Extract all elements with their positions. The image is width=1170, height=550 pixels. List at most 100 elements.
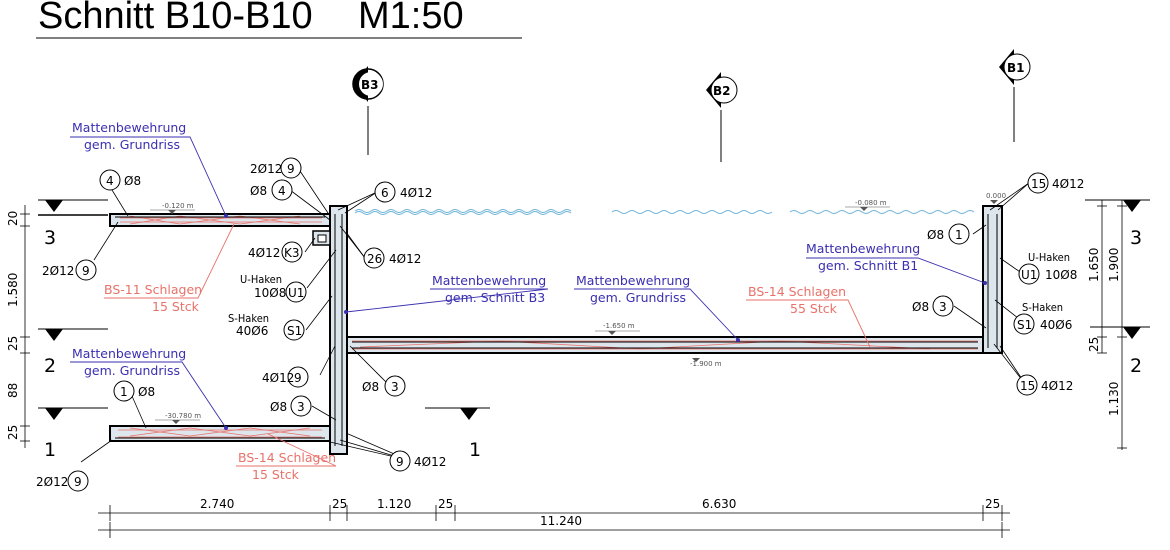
note-blue-2-line1: Mattenbewehrung xyxy=(72,346,186,361)
dim-bottom-5: 6.630 xyxy=(702,497,736,511)
bar-3b-num: 3 xyxy=(297,400,305,414)
level-slab-bottom: -1.900 m xyxy=(690,360,722,368)
note-blue-3-line2: gem. Schnitt B3 xyxy=(445,290,545,305)
bar-s1r-num: S1 xyxy=(1017,318,1032,332)
dims-right xyxy=(1097,200,1127,450)
level-marks: -0.120 m -0.080 m 0.000 -1.650 m -1.900 … xyxy=(150,192,1006,424)
axis-right-2: 2 xyxy=(1130,355,1142,377)
note-blue-2-line2: gem. Grundriss xyxy=(84,363,180,378)
level-bottom-left: -30.780 m xyxy=(165,412,201,420)
bar-u1r-num: U1 xyxy=(1021,268,1037,282)
note-red-2-line2: 15 Stck xyxy=(252,467,300,482)
dim-left-5: 25 xyxy=(6,425,20,440)
section-marker-b3: B3 xyxy=(352,66,384,155)
section-label-b1: B1 xyxy=(1007,61,1025,75)
reinforcement-red xyxy=(118,215,978,438)
dim-right-3: 25 xyxy=(1087,337,1101,352)
section-label-b3: B3 xyxy=(361,78,379,92)
dims-bottom xyxy=(98,505,1010,538)
note-red-2-line1: BS-14 Schlagen xyxy=(238,450,336,465)
water-surface xyxy=(354,209,975,215)
dim-right-1: 1.650 xyxy=(1087,248,1101,282)
axis-left-1: 1 xyxy=(44,439,56,461)
bar-15b-text: 4Ø12 xyxy=(1041,379,1073,393)
bar-4b-num: 4 xyxy=(278,184,286,198)
dim-bottom-1: 2.740 xyxy=(200,497,234,511)
dim-left-4: 88 xyxy=(6,383,20,398)
bar-marks xyxy=(67,157,1049,492)
axis-left-3: 3 xyxy=(44,227,56,249)
bar-9c-num: 9 xyxy=(294,371,302,385)
bar-u1-num: U1 xyxy=(288,286,304,300)
axis-left-2: 2 xyxy=(44,355,56,377)
bar-s1r-text: 40Ø6 xyxy=(1040,318,1072,332)
bar-15a-text: 4Ø12 xyxy=(1052,177,1084,191)
level-top-left: -0.120 m xyxy=(162,202,194,210)
note-blue-1-line1: Mattenbewehrung xyxy=(72,120,186,135)
bar-u1r-label: U-Haken xyxy=(1028,251,1070,264)
axis-mid-1: 1 xyxy=(469,439,481,461)
level-top-right-water: -0.080 m xyxy=(855,199,887,207)
dim-bottom-2: 25 xyxy=(332,497,347,511)
bar-9e-num: 9 xyxy=(74,475,82,489)
bar-3b-pre: Ø8 xyxy=(270,400,287,414)
bar-1b-pre: Ø8 xyxy=(927,228,944,242)
bar-1a-text: Ø8 xyxy=(138,385,155,399)
dim-bottom-total: 11.240 xyxy=(540,514,582,528)
bar-9a-pre: 2Ø12 xyxy=(42,264,74,278)
note-blue-5-line2: gem. Schnitt B1 xyxy=(818,258,918,273)
note-blue-5-line1: Mattenbewehrung xyxy=(806,241,920,256)
section-marker-b2: B2 xyxy=(706,72,738,162)
note-blue-4-line1: Mattenbewehrung xyxy=(576,273,690,288)
bar-4-text: Ø8 xyxy=(124,174,141,188)
bar-4-num: 4 xyxy=(106,174,114,188)
bar-1b-num: 1 xyxy=(955,228,963,242)
axis-right-3: 3 xyxy=(1130,227,1142,249)
dim-bottom-3: 1.120 xyxy=(377,497,411,511)
dim-bottom-4: 25 xyxy=(438,497,453,511)
note-blue-4-line2: gem. Grundriss xyxy=(590,290,686,305)
section-label-b2: B2 xyxy=(713,84,731,98)
level-slab-top: -1.650 m xyxy=(603,322,635,330)
bar-u1-pre: 10Ø8 xyxy=(254,286,286,300)
bar-9c-pre: 4Ø12 xyxy=(262,371,294,385)
blue-dots xyxy=(224,214,987,430)
bar-leaders xyxy=(80,167,1030,463)
bar-15a-num: 15 xyxy=(1031,177,1046,191)
bar-9e-pre: 2Ø12 xyxy=(36,475,68,489)
bar-3a-pre: Ø8 xyxy=(362,380,379,394)
section-marker-b1: B1 xyxy=(999,49,1031,142)
note-red-1-line1: BS-11 Schlagen xyxy=(104,282,202,297)
drawing-title: Schnitt B10-B10 xyxy=(38,0,313,37)
bar-3a-num: 3 xyxy=(391,380,399,394)
dim-left-2: 1.580 xyxy=(6,273,20,307)
note-red-3-line1: BS-14 Schlagen xyxy=(748,284,846,299)
level-top-right-wall: 0.000 xyxy=(986,192,1006,200)
dim-left-1: 20 xyxy=(6,211,20,226)
bar-6-num: 6 xyxy=(381,186,389,200)
bar-9a-num: 9 xyxy=(82,264,90,278)
bar-s1-num: S1 xyxy=(287,324,302,338)
axis-markers: 3 2 1 1 3 2 xyxy=(38,199,1150,461)
blue-leaders xyxy=(70,136,986,429)
note-blue-1-line2: gem. Grundriss xyxy=(84,137,180,152)
bar-3r-num: 3 xyxy=(939,300,947,314)
bar-u1r-text: 10Ø8 xyxy=(1045,268,1077,282)
drawing-scale: M1:50 xyxy=(358,0,464,37)
note-red-3-line2: 55 Stck xyxy=(790,301,838,316)
bar-15b-num: 15 xyxy=(1020,379,1035,393)
dim-right-2: 1.900 xyxy=(1107,248,1121,282)
red-leaders xyxy=(104,223,871,467)
bar-26-text: 4Ø12 xyxy=(389,252,421,266)
bar-k3-pre: 4Ø12 xyxy=(248,246,280,260)
note-red-1-line2: 15 Stck xyxy=(152,299,200,314)
dim-bottom-6: 25 xyxy=(985,497,1000,511)
reinforcement-black xyxy=(115,214,998,446)
bar-26-num: 26 xyxy=(367,252,382,266)
dim-right-4: 1.130 xyxy=(1107,382,1121,416)
bar-4b-pre: Ø8 xyxy=(250,184,267,198)
bar-9b-pre: 2Ø12 xyxy=(250,162,282,176)
bar-k3-num: K3 xyxy=(284,246,300,260)
bar-1a-num: 1 xyxy=(120,385,128,399)
